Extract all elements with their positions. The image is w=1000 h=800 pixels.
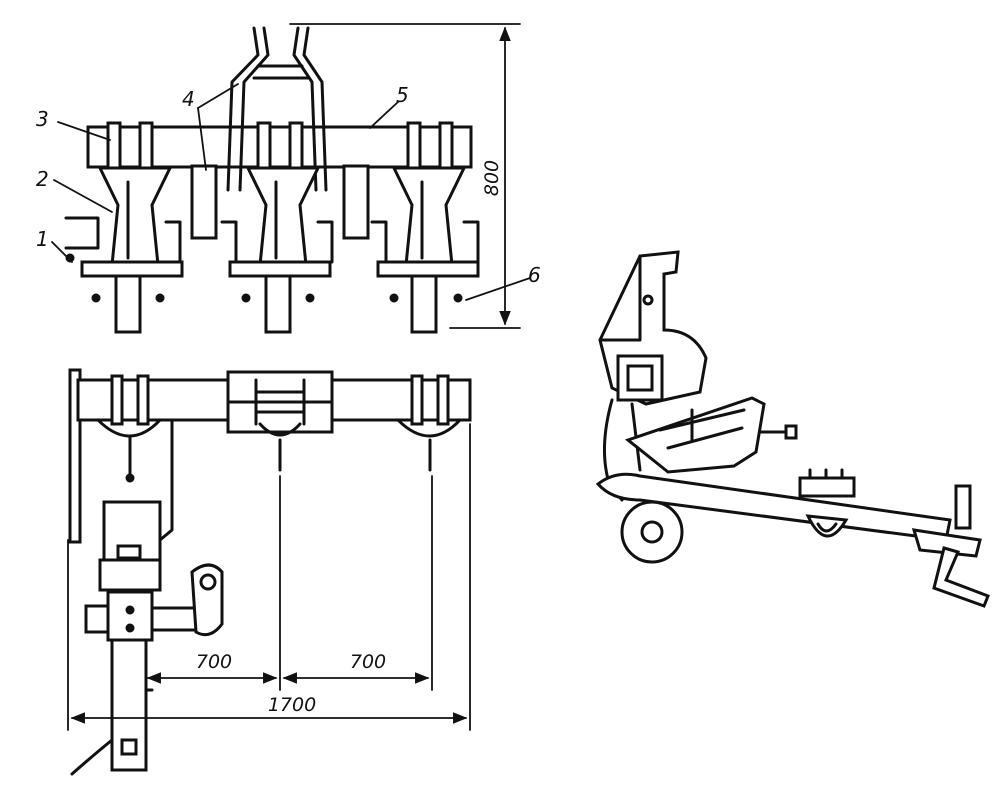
height-dimension: 800: [289, 23, 521, 329]
front-view: 800 3 2 1 4 5 6: [36, 23, 541, 334]
part-label-6: 6: [528, 263, 541, 287]
end-clamp: [954, 484, 972, 530]
part-label-5: 5: [396, 83, 409, 107]
mount-bracket-right: [342, 164, 370, 240]
middle-clamp: [798, 476, 856, 498]
plan-view: 700 700 1700: [67, 368, 472, 776]
spacing-dimension-right: 700: [350, 651, 386, 673]
height-dimension-label: 800: [481, 160, 503, 196]
spacing-dimension-left: 700: [196, 651, 232, 673]
part-label-4: 4: [182, 87, 195, 111]
side-plate: [68, 368, 82, 544]
hitch-block: [102, 500, 162, 564]
section-middle: [220, 121, 334, 334]
hitch-frame: [226, 26, 328, 192]
perspective-view: [595, 250, 990, 608]
end-tine: [932, 546, 990, 608]
brace-plate: [624, 396, 766, 474]
section-left: [64, 121, 184, 334]
perspective-beam: [595, 472, 952, 542]
section-right: [370, 121, 480, 334]
overall-width-dimension: 1700: [268, 694, 316, 716]
part-label-2: 2: [36, 167, 49, 191]
width-dimensions: 700 700 1700: [67, 423, 471, 731]
tube-end: [616, 354, 664, 402]
part-label-1: 1: [36, 227, 49, 251]
part-label-3: 3: [36, 107, 49, 131]
part-labels: 3 2 1 4 5 6: [36, 83, 541, 301]
mount-bracket-left: [190, 164, 218, 240]
